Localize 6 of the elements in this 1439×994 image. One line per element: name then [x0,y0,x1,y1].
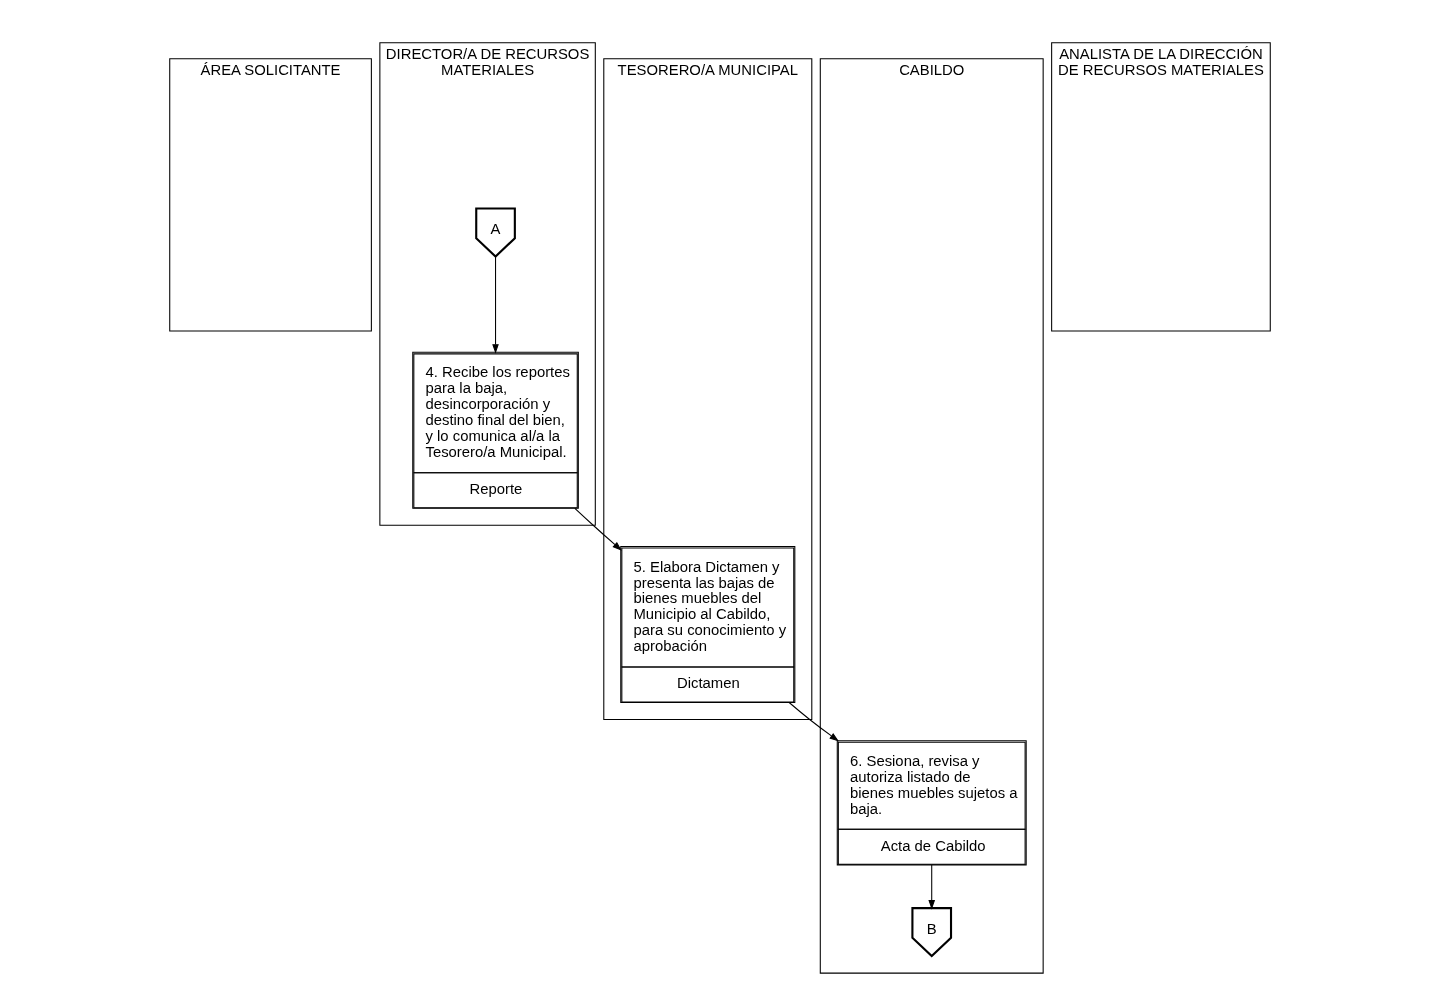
node-box: ANALISTA DE LA DIRECCIÓN DE RECURSOS MATERIALES [1050,42,1271,332]
arrow [573,507,622,551]
arrow [491,256,499,354]
arrow [927,864,935,910]
arrow [788,702,839,742]
node-box: ÁREA SOLICITANTE [168,58,372,332]
